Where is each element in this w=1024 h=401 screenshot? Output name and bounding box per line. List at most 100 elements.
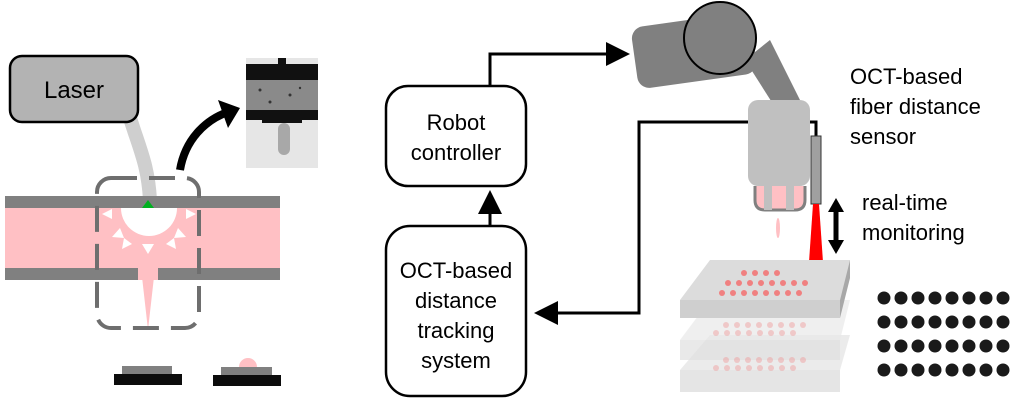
result-dot bbox=[928, 339, 942, 353]
printed-dots bbox=[713, 270, 808, 371]
substrate-top-right bbox=[221, 367, 272, 375]
monitoring-label-line1: real-time bbox=[862, 190, 948, 215]
lower-layer-dot bbox=[757, 330, 763, 336]
result-dot bbox=[979, 291, 993, 305]
printed-dot bbox=[758, 280, 764, 286]
printed-layers bbox=[680, 260, 850, 392]
result-dot bbox=[877, 363, 891, 377]
magnify-arrow bbox=[176, 108, 230, 171]
laser-setup-panel: Laser bbox=[5, 54, 318, 386]
result-dot bbox=[911, 291, 925, 305]
printed-dot bbox=[769, 280, 775, 286]
lower-layer-dot bbox=[800, 357, 806, 363]
pressure-arrows bbox=[102, 209, 196, 254]
result-dot bbox=[945, 291, 959, 305]
lower-layer-dot bbox=[779, 330, 785, 336]
result-dot bbox=[894, 363, 908, 377]
printed-dot bbox=[736, 280, 742, 286]
arrow-sensor-to-tracking bbox=[534, 120, 818, 325]
laser-box bbox=[8, 54, 140, 124]
result-dot bbox=[911, 339, 925, 353]
nozzle-finger-right bbox=[786, 186, 794, 210]
result-dot bbox=[962, 339, 976, 353]
arrow-up-head bbox=[828, 198, 844, 212]
lower-layer-dot bbox=[756, 357, 762, 363]
result-dot bbox=[996, 363, 1010, 377]
lower-layer-dot bbox=[789, 322, 795, 328]
top-plate bbox=[680, 260, 850, 300]
ejected-jet bbox=[141, 268, 155, 330]
printed-dot bbox=[725, 280, 731, 286]
printed-dot bbox=[747, 280, 753, 286]
channel-top-wall bbox=[5, 196, 280, 208]
lower-layer-dot bbox=[756, 322, 762, 328]
printed-dot bbox=[763, 270, 769, 276]
printed-dot bbox=[752, 290, 758, 296]
sensor-label-line2: fiber distance bbox=[850, 94, 981, 119]
arrow-down-head bbox=[828, 240, 844, 254]
lower-layer-dot bbox=[735, 365, 741, 371]
arrow-controller-to-robot bbox=[488, 42, 630, 86]
result-dot bbox=[945, 339, 959, 353]
lower-layer-dot bbox=[790, 365, 796, 371]
printed-dot bbox=[802, 280, 808, 286]
lower-layer-dot bbox=[734, 322, 740, 328]
printed-dot bbox=[780, 280, 786, 286]
robot-arm bbox=[631, 1, 844, 262]
printed-dot bbox=[785, 290, 791, 296]
optical-fiber bbox=[123, 115, 157, 201]
lower-layer-dot bbox=[734, 357, 740, 363]
lower-layer-dot bbox=[789, 357, 795, 363]
lower-layer-dot bbox=[790, 330, 796, 336]
printed-result-photo bbox=[877, 291, 1010, 377]
printed-dot bbox=[730, 290, 736, 296]
laser-label: Laser bbox=[44, 77, 104, 104]
result-dot bbox=[996, 315, 1010, 329]
printed-dot bbox=[741, 270, 747, 276]
monitoring-label-line2: monitoring bbox=[862, 220, 965, 245]
tracking-line3: tracking bbox=[417, 318, 494, 343]
dispenser-nozzle bbox=[753, 186, 807, 212]
robot-controller-line1: Robot bbox=[427, 110, 486, 135]
lower-layer-dot bbox=[778, 357, 784, 363]
lower-layer-dot bbox=[767, 357, 773, 363]
robot-end-effector bbox=[748, 100, 810, 186]
magnify-arrowhead bbox=[218, 100, 240, 128]
robot-controller-box bbox=[384, 84, 528, 188]
printed-dot bbox=[791, 280, 797, 286]
lower-layer-dot bbox=[713, 330, 719, 336]
result-dot bbox=[945, 315, 959, 329]
result-dot bbox=[996, 291, 1010, 305]
nozzle-finger-left bbox=[764, 186, 772, 210]
lower-layer-dot bbox=[745, 357, 751, 363]
result-dot bbox=[928, 291, 942, 305]
lower-layer-dot bbox=[800, 322, 806, 328]
lower-layer-dot bbox=[724, 365, 730, 371]
lower-layer-dot bbox=[767, 322, 773, 328]
result-dot bbox=[928, 315, 942, 329]
tracking-system-box bbox=[384, 224, 528, 398]
printed-dot bbox=[774, 270, 780, 276]
lower-layer-dot bbox=[735, 330, 741, 336]
printed-dot bbox=[796, 290, 802, 296]
tracking-line1: OCT-based bbox=[400, 258, 513, 283]
result-dot bbox=[979, 339, 993, 353]
printed-dot bbox=[774, 290, 780, 296]
result-dot bbox=[877, 339, 891, 353]
robot-forearm bbox=[745, 40, 800, 115]
lower-layer-dot bbox=[713, 365, 719, 371]
robot-controller-line2: controller bbox=[411, 140, 501, 165]
lower-layer-dot bbox=[745, 322, 751, 328]
lower-layer-dot bbox=[746, 330, 752, 336]
result-dot bbox=[877, 291, 891, 305]
result-dot bbox=[979, 315, 993, 329]
result-dot bbox=[962, 363, 976, 377]
cavitation-bubble bbox=[121, 208, 177, 236]
zoom-region-dashed bbox=[95, 176, 201, 330]
result-dot bbox=[877, 315, 891, 329]
lower-layer-dot bbox=[724, 330, 730, 336]
lower-layer-dot bbox=[757, 365, 763, 371]
tracking-line2: distance bbox=[415, 288, 497, 313]
result-dot bbox=[911, 363, 925, 377]
